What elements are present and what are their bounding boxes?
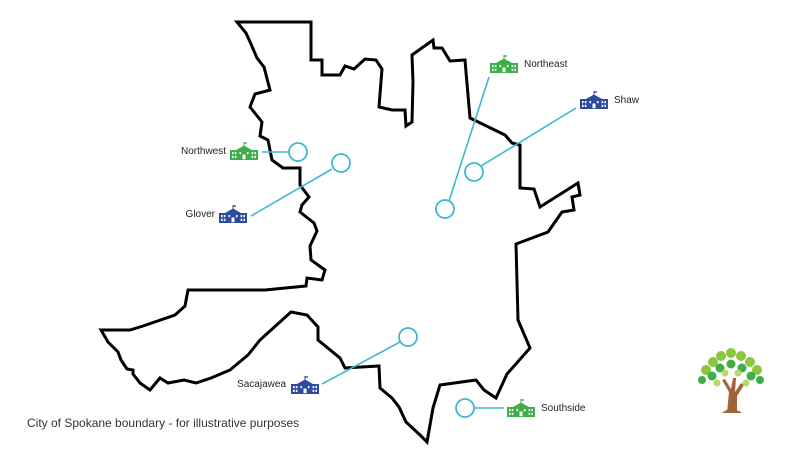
marker-circle-shaw[interactable] [464, 162, 484, 182]
map-caption: City of Spokane boundary - for illustrat… [27, 416, 300, 430]
leader-line-sacajawea [321, 341, 401, 385]
school-building-icon-northwest [230, 142, 258, 160]
school-label-shaw: Shaw [614, 95, 640, 106]
leader-line-glover [250, 168, 333, 217]
school-label-northeast: Northeast [524, 59, 568, 70]
school-building-icon-northeast [490, 55, 518, 73]
leader-line-shaw [480, 107, 577, 167]
marker-circle-southside[interactable] [455, 398, 475, 418]
school-label-northwest: Northwest [180, 146, 226, 157]
marker-circle-northeast[interactable] [435, 199, 455, 219]
marker-circle-northwest[interactable] [288, 142, 308, 162]
school-label-southside: Southside [541, 403, 586, 414]
school-label-sacajawea: Sacajawea [237, 379, 286, 390]
marker-circle-glover[interactable] [331, 153, 351, 173]
school-building-icon-glover [219, 205, 247, 223]
school-label-glover: Glover [185, 209, 215, 220]
school-building-icon-southside [507, 399, 535, 417]
city-boundary [98, 20, 582, 446]
leader-line-northeast [448, 76, 490, 202]
school-building-icon-shaw [580, 91, 608, 109]
school-building-icon-sacajawea [291, 376, 319, 394]
tree-logo-icon [698, 348, 764, 413]
marker-circle-sacajawea[interactable] [398, 327, 418, 347]
